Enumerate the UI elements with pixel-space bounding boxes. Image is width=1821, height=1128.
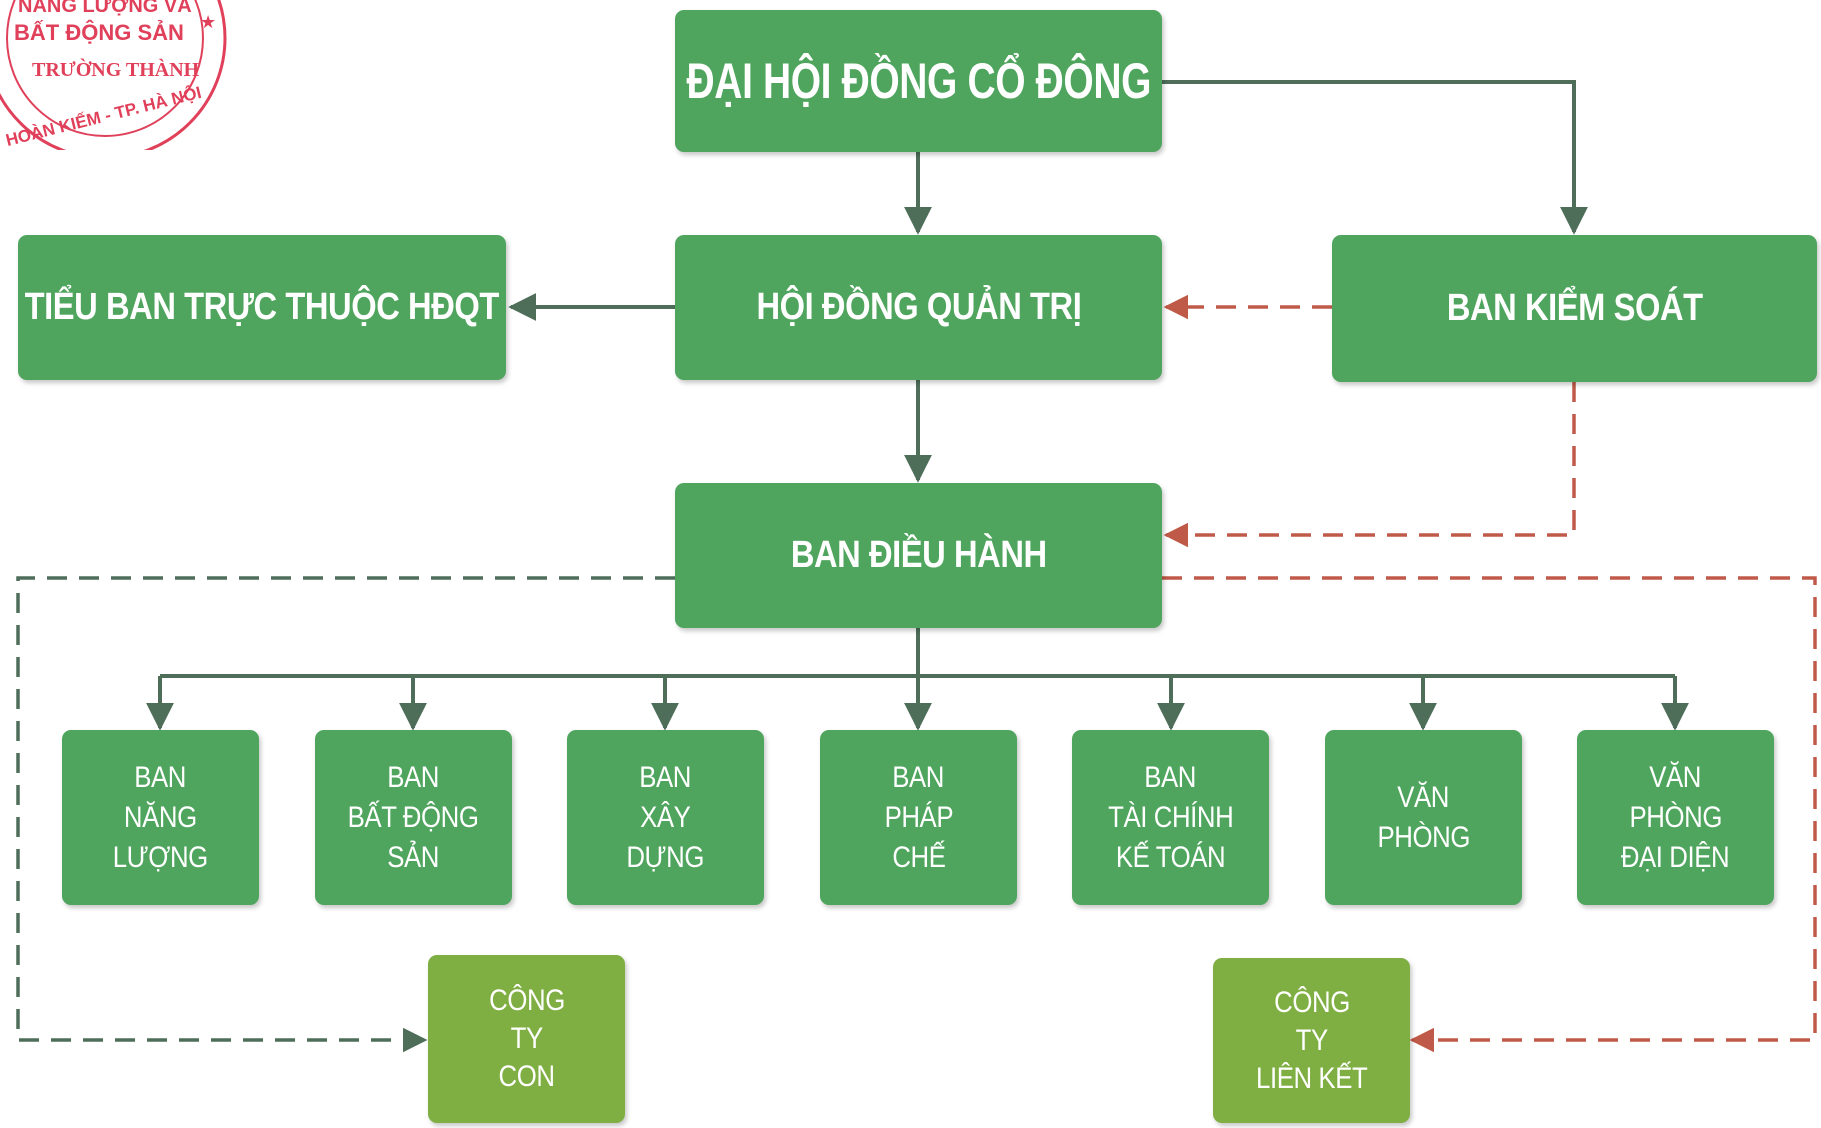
dept-construction: BAN XÂY DỰNG <box>567 730 764 905</box>
edge-supervisory-executive <box>1163 382 1576 548</box>
seal-line-3: TRƯỜNG THÀNH <box>32 57 200 81</box>
subsidiary-line-3: CON <box>498 1060 555 1093</box>
dept-office-line-2: PHÒNG <box>1377 820 1470 854</box>
node-shareholders-label: ĐẠI HỘI ĐỒNG CỔ ĐÔNG <box>686 53 1151 109</box>
dept-legal-line-2: PHÁP <box>884 800 953 834</box>
associate-line-3: LIÊN KẾT <box>1255 1061 1368 1095</box>
edge-shareholders-supervisory <box>1160 80 1588 235</box>
dept-energy-line-2: NĂNG <box>124 800 197 834</box>
dept-real-estate-line-1: BAN <box>387 760 440 794</box>
dept-rep-office-line-2: PHÒNG <box>1629 800 1722 834</box>
associate-line-2: TY <box>1295 1023 1328 1057</box>
dept-construction-line-2: XÂY <box>640 800 691 834</box>
node-executive: BAN ĐIỀU HÀNH <box>675 483 1162 628</box>
dept-rep-office-line-3: ĐẠI DIỆN <box>1621 840 1730 874</box>
dept-real-estate: BAN BẤT ĐỘNG SẢN <box>315 730 512 905</box>
edge-executive-bus <box>160 628 1675 678</box>
node-subcommittee: TIỂU BAN TRỰC THUỘC HĐQT <box>18 235 506 380</box>
dept-legal: BAN PHÁP CHẾ <box>820 730 1017 905</box>
node-supervisory: BAN KIỂM SOÁT <box>1332 235 1817 382</box>
seal-line-4: HOÀN KIẾM - TP. HÀ NỘI <box>4 83 204 150</box>
company-seal: NĂNG LƯỢNG VÀ BẤT ĐỘNG SẢN TRƯỜNG THÀNH … <box>0 0 227 150</box>
node-supervisory-label: BAN KIỂM SOÁT <box>1446 287 1703 329</box>
dept-office: VĂN PHÒNG <box>1325 730 1522 905</box>
seal-line-1: NĂNG LƯỢNG VÀ <box>18 0 192 17</box>
subsidiary-line-1: CÔNG <box>488 984 565 1017</box>
node-board: HỘI ĐỒNG QUẢN TRỊ <box>675 235 1162 380</box>
node-associate: CÔNG TY LIÊN KẾT <box>1213 958 1410 1123</box>
dept-real-estate-line-3: SẢN <box>387 840 440 874</box>
dept-representative-office: VĂN PHÒNG ĐẠI DIỆN <box>1577 730 1774 905</box>
dept-real-estate-line-2: BẤT ĐỘNG <box>348 800 479 834</box>
node-subcommittee-label: TIỂU BAN TRỰC THUỘC HĐQT <box>24 286 500 328</box>
associate-line-1: CÔNG <box>1273 985 1350 1019</box>
dept-office-line-1: VĂN <box>1397 780 1450 814</box>
dept-construction-line-1: BAN <box>639 760 692 794</box>
dept-energy: BAN NĂNG LƯỢNG <box>62 730 259 905</box>
dept-finance: BAN TÀI CHÍNH KẾ TOÁN <box>1072 730 1269 905</box>
seal-star-icon: ★ <box>200 12 216 32</box>
dept-legal-line-1: BAN <box>892 760 945 794</box>
node-shareholders: ĐẠI HỘI ĐỒNG CỔ ĐÔNG <box>675 10 1162 152</box>
edge-executive-associate <box>1162 576 1817 1053</box>
dept-legal-line-3: CHẾ <box>891 840 946 874</box>
node-executive-label: BAN ĐIỀU HÀNH <box>790 534 1047 576</box>
dept-rep-office-line-1: VĂN <box>1649 760 1702 794</box>
node-board-label: HỘI ĐỒNG QUẢN TRỊ <box>756 286 1081 328</box>
dept-construction-line-3: DỰNG <box>626 840 705 874</box>
dept-energy-line-3: LƯỢNG <box>112 840 209 874</box>
dept-finance-line-2: TÀI CHÍNH <box>1107 800 1234 834</box>
dept-energy-line-1: BAN <box>134 760 187 794</box>
subsidiary-line-2: TY <box>510 1022 543 1055</box>
dept-finance-line-3: KẾ TOÁN <box>1115 840 1226 874</box>
dept-finance-line-1: BAN <box>1144 760 1197 794</box>
seal-line-2: BẤT ĐỘNG SẢN <box>14 20 184 45</box>
node-subsidiary: CÔNG TY CON <box>428 955 625 1123</box>
edge-executive-subsidiary <box>16 576 675 1053</box>
